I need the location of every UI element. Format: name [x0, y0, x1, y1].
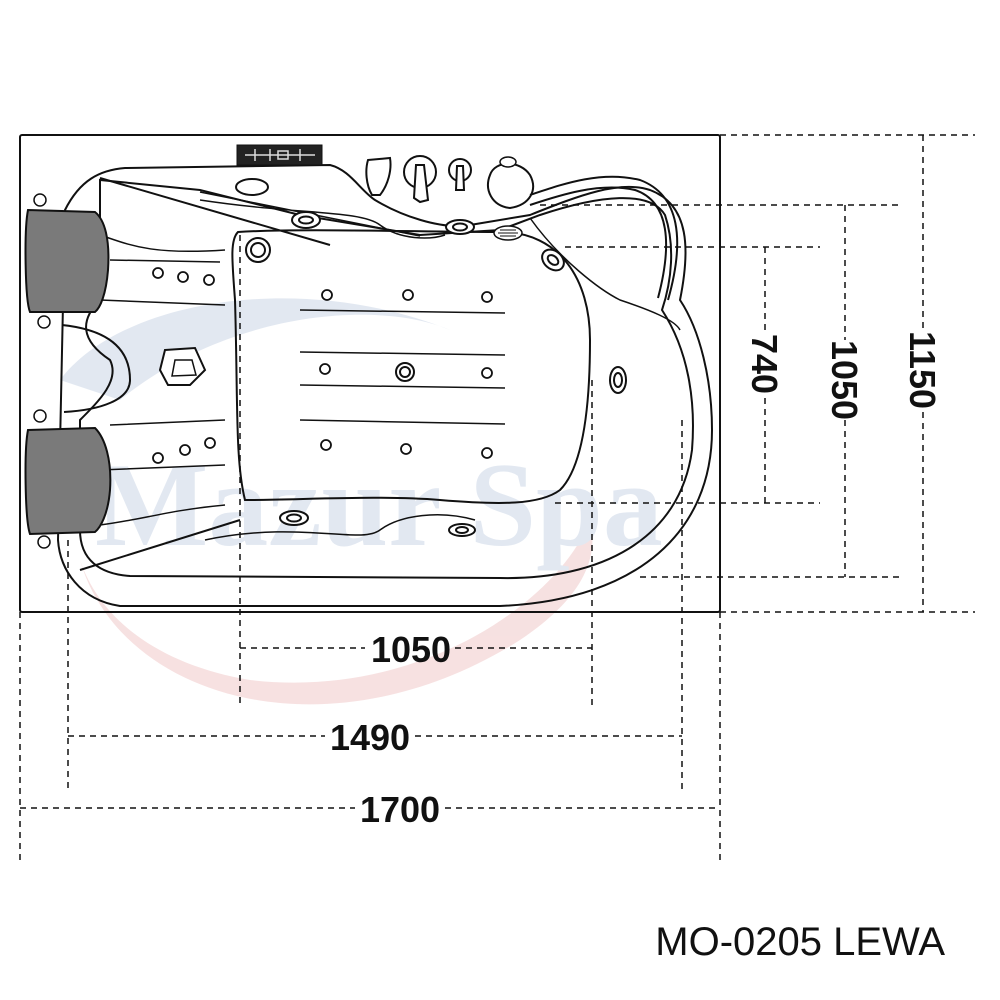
model-number: MO-0205 LEWA [655, 920, 945, 964]
headrest-top [24, 193, 110, 329]
tub-outline [19, 134, 721, 613]
large-jets [245, 211, 627, 537]
dimension-width-total: 1700 [360, 789, 440, 830]
pillow-spout [365, 156, 392, 196]
watermark-logo: Mazur Spa [60, 298, 663, 705]
dimension-depth-inner: 740 [744, 334, 785, 394]
headrest-bottom [24, 409, 112, 549]
mixer-tap [403, 155, 437, 204]
watermark-text: Mazur Spa [95, 438, 663, 571]
control-panel-buttons [245, 149, 315, 161]
dimension-depth-outer: 1050 [824, 340, 865, 420]
dimension-width-outer: 1490 [330, 717, 410, 758]
dimension-depth-total: 1150 [902, 331, 943, 409]
small-jets [152, 267, 493, 464]
cup-holder [158, 346, 207, 386]
tub-shell [56, 163, 714, 607]
dimension-lines [19, 134, 975, 865]
dimension-width-inner: 1050 [371, 629, 451, 670]
overflow-icon [235, 178, 269, 196]
diverter-knob [448, 158, 472, 191]
tub-inner-shell [79, 178, 694, 580]
shower-handset [487, 162, 535, 210]
